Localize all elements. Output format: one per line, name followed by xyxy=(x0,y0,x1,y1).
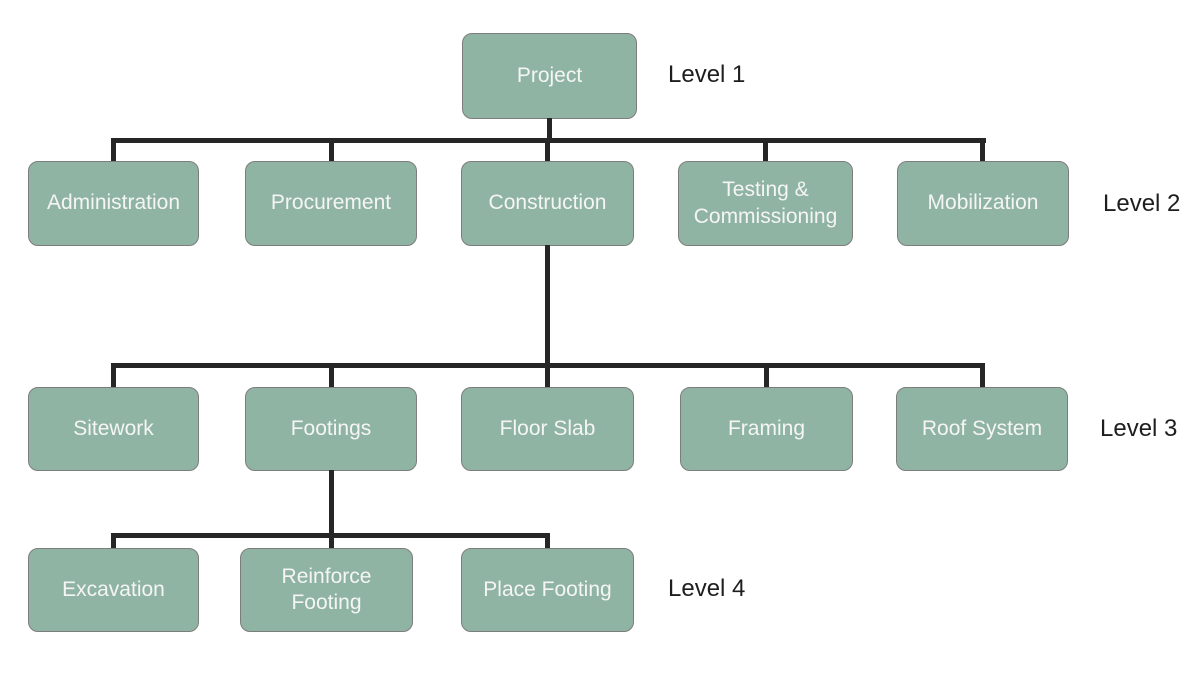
connector-level2-drop-administration xyxy=(111,138,116,162)
connector-level3-drop-footings xyxy=(329,363,334,388)
wbs-node-administration: Administration xyxy=(28,161,199,246)
wbs-node-testing-commissioning: Testing & Commissioning xyxy=(678,161,853,246)
wbs-node-excavation: Excavation xyxy=(28,548,199,632)
connector-level2-drop-procurement xyxy=(329,138,334,162)
connector-level3-bus xyxy=(111,363,985,368)
wbs-node-floor-slab: Floor Slab xyxy=(461,387,634,471)
level-1-label: Level 1 xyxy=(668,61,746,88)
connector-project-stub xyxy=(547,118,552,143)
connector-level2-drop-construction xyxy=(545,138,550,162)
wbs-node-sitework: Sitework xyxy=(28,387,199,471)
wbs-node-roof-system: Roof System xyxy=(896,387,1068,471)
connector-level3-drop-framing xyxy=(764,363,769,388)
connector-level4-drop-place-footing xyxy=(545,533,550,549)
connector-level3-drop-roof-system xyxy=(980,363,985,388)
connector-level2-drop-testing xyxy=(763,138,768,162)
wbs-node-footings: Footings xyxy=(245,387,417,471)
wbs-node-mobilization: Mobilization xyxy=(897,161,1069,246)
connector-level3-drop-sitework xyxy=(111,363,116,388)
connector-level4-drop-excavation xyxy=(111,533,116,549)
level-4-label: Level 4 xyxy=(668,575,746,602)
wbs-node-project: Project xyxy=(462,33,637,119)
wbs-node-procurement: Procurement xyxy=(245,161,417,246)
connector-level2-drop-mobilization xyxy=(980,138,985,162)
connector-level4-bus xyxy=(111,533,550,538)
connector-construction-trunk xyxy=(545,245,550,388)
wbs-node-construction: Construction xyxy=(461,161,634,246)
level-3-label: Level 3 xyxy=(1100,415,1178,442)
wbs-node-reinforce-footing: Reinforce Footing xyxy=(240,548,413,632)
wbs-node-place-footing: Place Footing xyxy=(461,548,634,632)
connector-footings-trunk xyxy=(329,470,334,549)
level-2-label: Level 2 xyxy=(1103,190,1181,217)
wbs-node-framing: Framing xyxy=(680,387,853,471)
